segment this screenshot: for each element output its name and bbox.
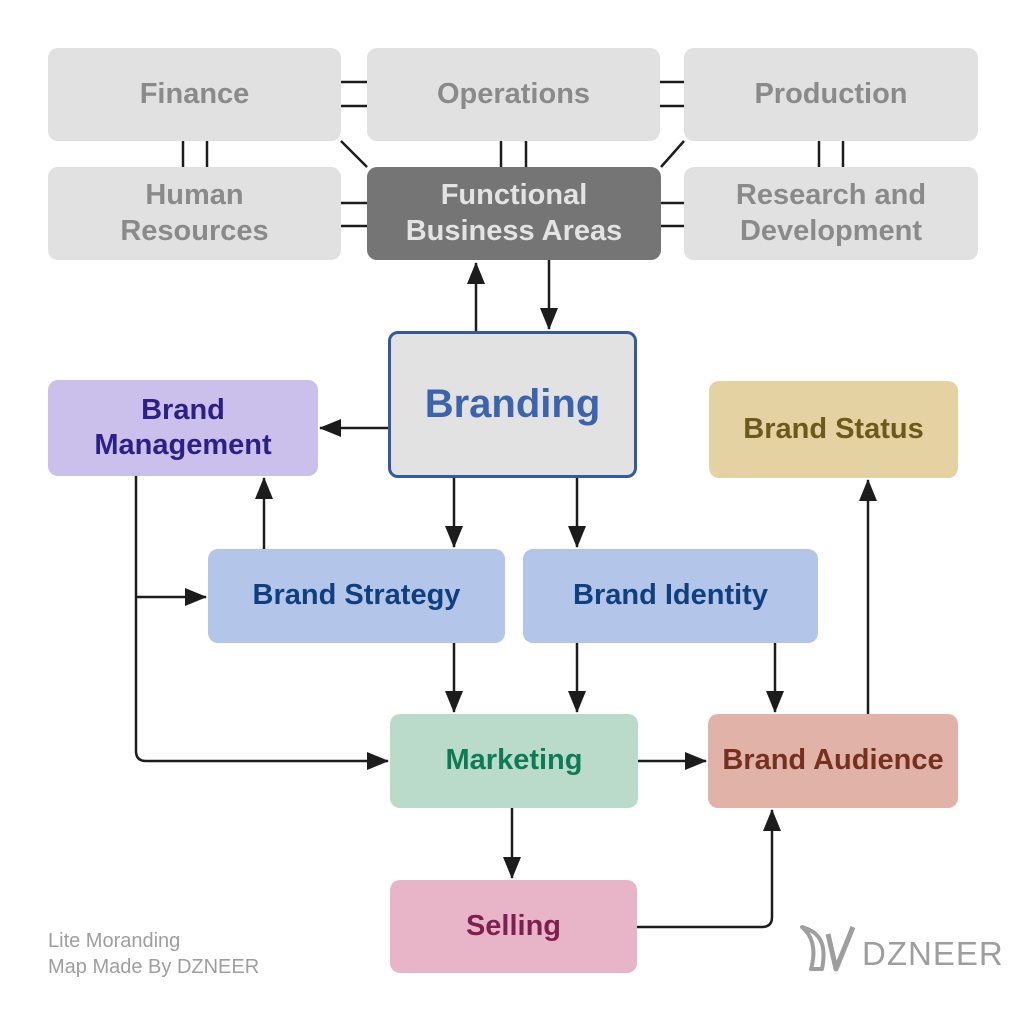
node-brand-identity: Brand Identity (523, 549, 818, 643)
arrow-selling-to-brand-audience (637, 809, 781, 929)
node-branding: Branding (388, 331, 637, 478)
node-research-and-development: Research and Development (684, 167, 978, 260)
node-production: Production (684, 48, 978, 141)
link-operations-fba (499, 141, 528, 167)
dzneer-logo-icon (800, 925, 856, 972)
node-marketing: Marketing (390, 714, 638, 808)
link-production-research-development (817, 141, 845, 167)
node-brand-strategy: Brand Strategy (208, 549, 505, 643)
node-human-resources: Human Resources (48, 167, 341, 260)
dzneer-logo: DZNEER (795, 920, 1004, 976)
link-human-resources-fba (341, 201, 367, 228)
link-production-fba-diagonal (660, 140, 685, 168)
link-fba-research-development (661, 201, 684, 228)
footer-line-1: Lite Moranding (48, 930, 181, 952)
node-operations: Operations (367, 48, 660, 141)
link-finance-operations (341, 80, 367, 108)
node-brand-status: Brand Status (709, 381, 958, 478)
node-selling: Selling (390, 880, 637, 973)
footer-caption: Lite Moranding Map Made By DZNEER (48, 928, 259, 981)
node-finance: Finance (48, 48, 341, 141)
node-brand-management: Brand Management (48, 380, 318, 476)
link-finance-human-resources (181, 141, 209, 167)
footer-line-2: Map Made By DZNEER (48, 956, 260, 979)
node-brand-audience: Brand Audience (708, 714, 958, 808)
dzneer-logo-text: DZNEER (862, 935, 1004, 972)
node-functional-business-areas: Functional Business Areas (367, 167, 661, 260)
link-finance-fba-diagonal (340, 140, 368, 168)
link-operations-production (660, 80, 684, 108)
